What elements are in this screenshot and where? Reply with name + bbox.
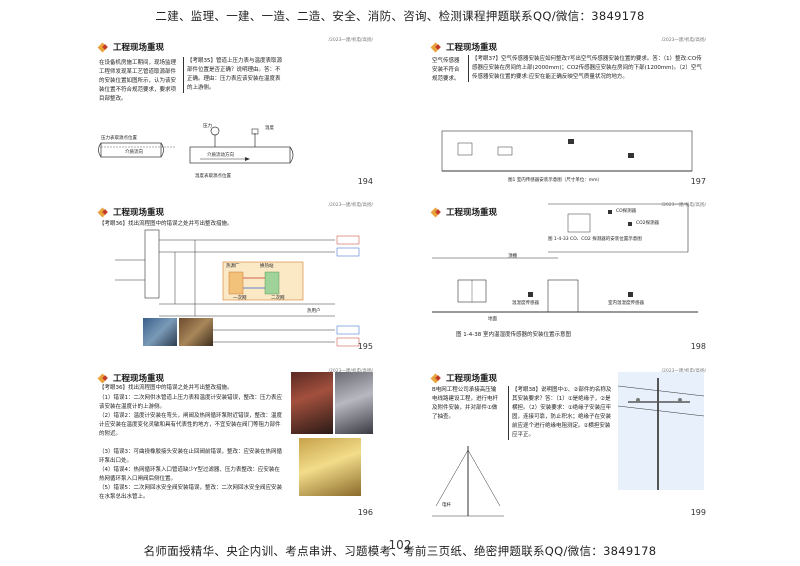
label-temperature: 温度 (265, 126, 274, 131)
scenario-text: 在设备机房施工期间，现场监理工程师发现某工艺管道取源部件的安装位置如图所示，认为… (99, 60, 177, 102)
slide-title: 工程现场重现 (97, 372, 164, 384)
slide-title: 工程现场重现 (430, 372, 497, 384)
label-th-sensor: 温湿度传感器 (512, 301, 539, 306)
slide-194: /2023一建/机电/高扬/ 工程现场重现 在设备机房施工期间，现场监理工程师发… (95, 35, 377, 190)
course-tag: /2023一建/机电/高扬/ (661, 38, 706, 43)
pump-photo-2 (179, 318, 213, 346)
bottom-banner: 名师面授精华、央企内训、考点串讲、习题模考、考前三页纸、绝密押题联系QQ/微信：… (143, 544, 657, 558)
label-pressure: 压力 (203, 124, 212, 129)
course-tag: /2023一建/机电/高扬/ (328, 38, 373, 43)
label-flow: 介质流向 (125, 150, 143, 155)
answer-item-5: （5）错误5：二次网回水安全阀安装错误，整改：二次网回水安全阀应安装在水泵总出水… (99, 485, 283, 500)
slide-number: 198 (690, 342, 706, 351)
label-heat-source: 热源厂 (226, 264, 240, 269)
slide-number: 196 (357, 508, 373, 517)
label-pressure-point: 压力表取源点位置 (101, 136, 137, 141)
slide-title: 工程现场重现 (97, 206, 164, 218)
filter-photo (299, 438, 361, 496)
label-flow-direction: 介质流动方向 (207, 153, 234, 158)
pole-diagram (432, 372, 705, 517)
label-co2-detector: CO2探测器 (636, 221, 660, 226)
slide-197: /2023一建/机电/高扬/ 工程现场重现 空气传感器安装不符合规范要求。 【考… (428, 35, 710, 190)
label-pole: 电杆 (442, 503, 451, 508)
question-answer-text: 【考眼37】空气传感器安装应如何整改?写出空气传感器安装位置的要求。答：（1）整… (468, 55, 706, 82)
answer-item-4: （4）错误4：热网循环泵入口管道缺少Y型过滤器、压力表整改：应安装在热网循环泵入… (99, 467, 280, 482)
slide-198: /2023一建/机电/高扬/ 工程现场重现 顶棚 CO探测器 CO2探测器 图 … (428, 200, 710, 355)
valve-photo-2 (335, 372, 373, 434)
room-section-diagram (441, 130, 693, 172)
label-secondary: 二次网 (271, 296, 285, 301)
valve-photo-1 (291, 372, 333, 434)
label-primary: 一次网 (233, 296, 247, 301)
scenario-text: B电网工程公司承接高压输电线路建设工程，进行电杆及附件安装，并对部件①做了抽查。 (432, 387, 499, 420)
course-tag: /2023一建/机电/高扬/ (328, 203, 373, 208)
label-user: 热用户 (307, 309, 321, 314)
top-banner: 二建、监理、一建、一造、二造、安全、消防、咨询、检测课程押题联系QQ/微信：38… (155, 9, 645, 23)
label-indoor-th-sensor: 室内温湿度传感器 (608, 301, 644, 306)
scenario-text: 空气传感器安装不符合规范要求。 (432, 58, 460, 82)
slide-196: /2023一建/机电/高扬/ 工程现场重现 【考眼36】找出流程图中的错误之处并… (95, 366, 377, 521)
slide-title: 工程现场重现 (97, 41, 164, 53)
slide-number: 195 (357, 342, 373, 351)
caption-th-sensor: 图 1-4-38 室内温湿度传感器的安装位置示意图 (456, 332, 571, 338)
answer-item-2: （2）错误2：温度计安装在弯头，闸阀及热网循环泵附近错误，整改：温度计应安装在温… (99, 413, 283, 437)
answer-item-3: （3）错误3：可曲挠橡胶接头安装在止回阀前错误，整改：应安装在热网循环泵出口处。 (99, 449, 283, 464)
label-temp-point: 温度表取源点位置 (195, 174, 231, 179)
question-answer-text: 【考眼35】管道上压力表与温度表取源部件位置是否正确？说明理由。答：不正确。理由… (183, 57, 283, 93)
pump-photo-1 (143, 318, 177, 346)
question-text: 【考眼36】找出流程图中的错误之处并写出整改措施。 (99, 385, 233, 391)
sensor-position-diagram (432, 203, 698, 313)
pipe-diagram (98, 126, 294, 164)
course-tag: /2023一建/机电/高扬/ (328, 368, 373, 374)
slide-199: /2023一建/机电/高扬/ 工程现场重现 B电网工程公司承接高压输电线路建设工… (428, 366, 710, 521)
label-station: 换热站 (260, 264, 274, 269)
label-co-detector: CO探测器 (616, 209, 637, 214)
figure-caption: 图1 室内传感器安装示意图（尺寸单位：mm） (508, 178, 603, 183)
slide-number: 197 (690, 177, 706, 186)
course-tag: /2023一建/机电/高扬/ (661, 369, 706, 374)
slide-title: 工程现场重现 (430, 41, 497, 53)
caption-co-co2: 图 1-4-33 CO、CO2 探测器的安装位置示意图 (548, 237, 642, 242)
label-floor: 地面 (488, 317, 497, 322)
label-ceiling: 顶棚 (508, 254, 517, 259)
question-answer-text: 【考眼38】说明图中①、②部件的名称及其安装要求？答：（1）①是绝缘子，②是横担… (508, 386, 612, 440)
slide-195: /2023一建/机电/高扬/ 工程现场重现 【考眼36】找出流程图中的错误之处并… (95, 200, 377, 355)
page-number: 102 (388, 538, 412, 552)
course-tag: /2023一建/机电/高扬/ (661, 203, 706, 208)
slide-title: 工程现场重现 (430, 206, 497, 218)
answer-item-1: （1）错误1：二次网供水管道上压力表和温度计安装错误，整改：压力表应该安装在温度… (99, 395, 283, 410)
flow-diagram (115, 229, 360, 347)
question-text: 【考眼36】找出流程图中的错误之处并写出整改措施。 (99, 221, 233, 227)
slide-number: 199 (690, 508, 706, 517)
slide-number: 194 (357, 177, 373, 186)
